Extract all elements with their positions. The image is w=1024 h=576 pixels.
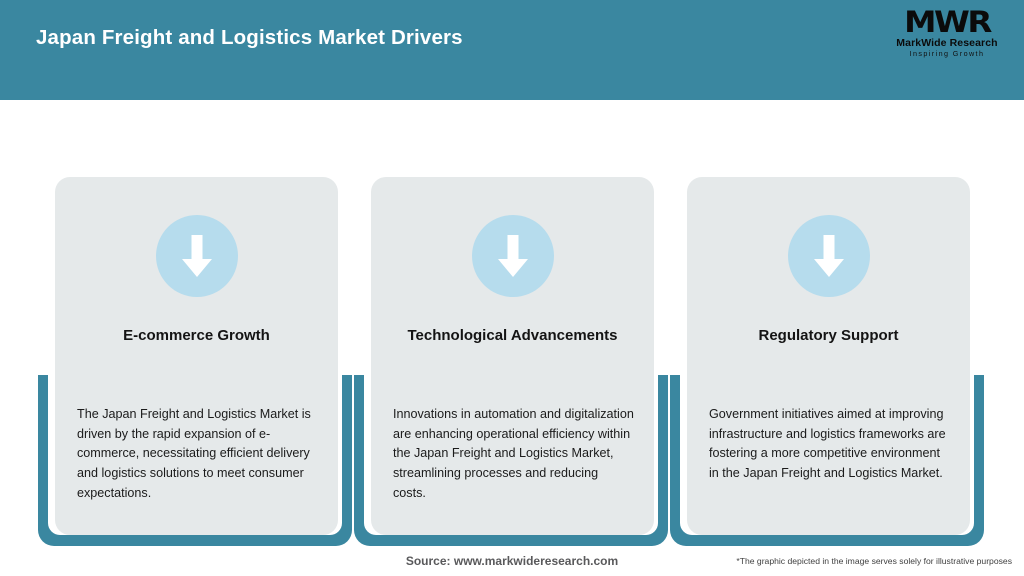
down-arrow-icon [471,215,554,297]
card-body-text: Government initiatives aimed at improvin… [709,407,946,480]
down-arrow-icon [787,215,870,297]
card-title: Regulatory Support [758,327,899,344]
down-arrow-icon [155,215,238,297]
card-panel[interactable]: Technological Advancements Innovations i… [371,177,654,535]
card-body-text: Innovations in automation and digitaliza… [393,407,634,500]
driver-card-2[interactable]: Technological Advancements Innovations i… [352,100,670,546]
card-title: E-commerce Growth [123,327,270,344]
page-title: Japan Freight and Logistics Market Drive… [36,26,463,49]
drivers-card-group: E-commerce Growth The Japan Freight and … [0,100,1024,546]
driver-card-1[interactable]: E-commerce Growth The Japan Freight and … [36,100,354,546]
driver-card-3[interactable]: Regulatory Support Government initiative… [668,100,986,546]
card-body-text: The Japan Freight and Logistics Market i… [77,407,311,500]
logo-company-name: MarkWide Research [896,37,998,49]
logo-monogram: MWR [904,5,992,39]
card-panel[interactable]: Regulatory Support Government initiative… [687,177,970,535]
source-note[interactable]: Source: www.markwideresearch.com [405,554,619,568]
disclaimer-note: *The graphic depicted in the image serve… [736,556,1012,566]
header-band: Japan Freight and Logistics Market Drive… [0,0,1024,100]
card-title: Technological Advancements [407,327,618,344]
logo-tagline: Inspiring Growth [909,48,985,58]
brand-logo[interactable]: MWR MarkWide Research Inspiring Growth [888,8,1006,57]
card-panel[interactable]: E-commerce Growth The Japan Freight and … [55,177,338,535]
